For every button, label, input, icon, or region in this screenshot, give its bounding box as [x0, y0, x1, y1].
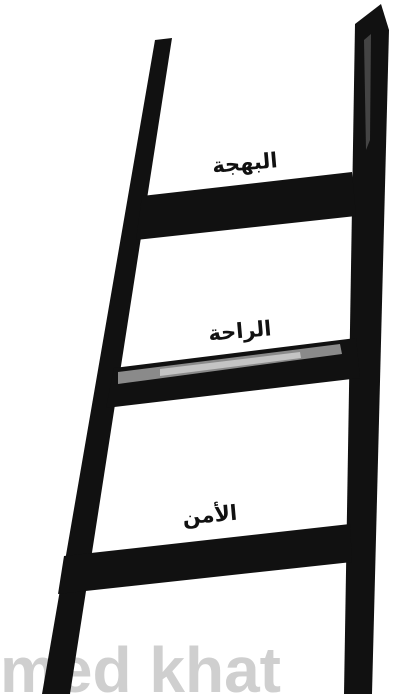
- ladder-rung-bottom: [58, 524, 352, 594]
- rung-label-bottom: الأمن: [181, 499, 238, 530]
- watermark-text: med khat: [0, 634, 281, 694]
- rung-label-top: البهجة: [211, 148, 278, 178]
- ladder-rung-top: [136, 172, 356, 240]
- rung-label-middle: الراحة: [207, 316, 272, 345]
